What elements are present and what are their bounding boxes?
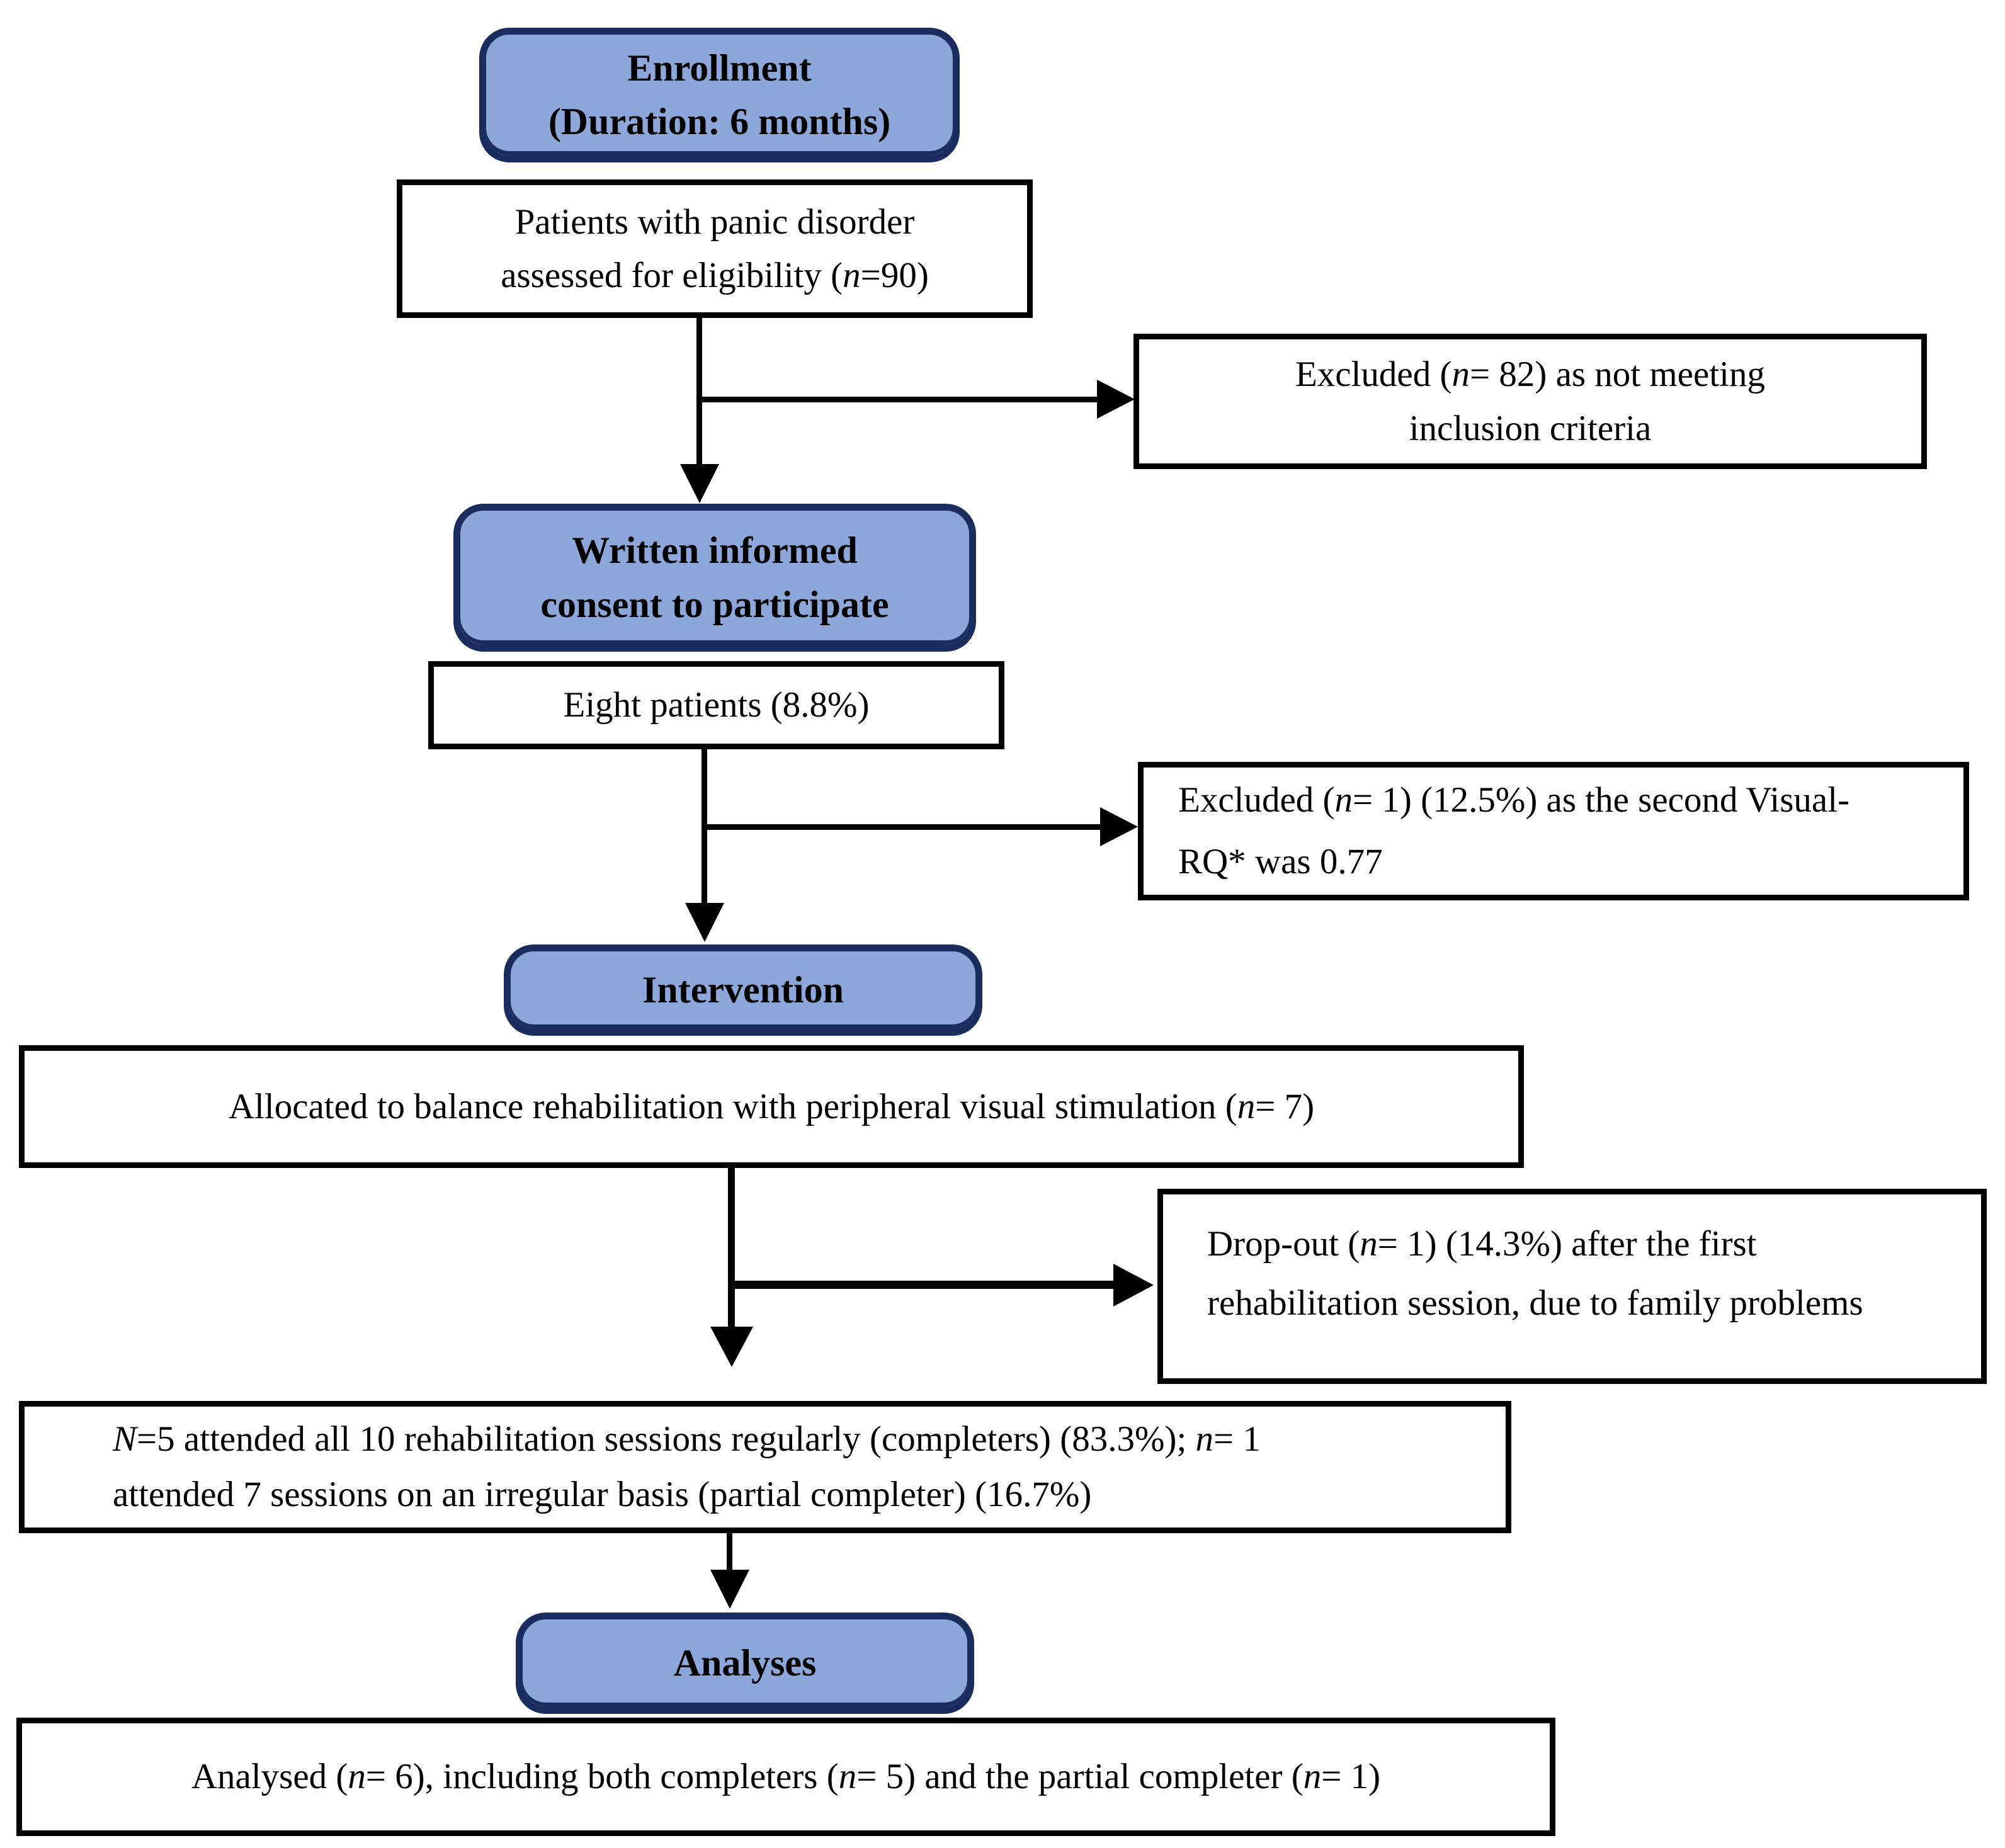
eight-patients-box: Eight patients (8.8%) [428, 661, 1004, 749]
attendance-line-1: N=5 attended all 10 rehabilitation sessi… [113, 1419, 1261, 1459]
arrow-eligibility-to-consent-head [680, 464, 719, 503]
allocated-line-1: Allocated to balance rehabilitation with… [228, 1086, 1315, 1126]
analysed-line-1: Analysed (n= 6), including both complete… [191, 1757, 1381, 1797]
enrollment-line-1: Enrollment [627, 47, 812, 89]
eight-patients-line-1: Eight patients (8.8%) [563, 685, 870, 725]
excluded-visual-rq-line-2: RQ* was 0.77 [1178, 842, 1383, 881]
intervention-stage-box: Intervention [504, 944, 982, 1036]
arrow-to-dropout-stem [728, 1281, 1115, 1289]
allocated-box: Allocated to balance rehabilitation with… [19, 1045, 1524, 1168]
arrow-to-dropout-head [1113, 1264, 1154, 1307]
arrow-allocated-to-attendance-stem [728, 1168, 735, 1328]
arrow-eight-to-intervention-head [685, 903, 724, 942]
arrow-attendance-to-analyses-stem [727, 1532, 732, 1571]
excluded-visual-rq-line-1: Excluded (n= 1) (12.5%) as the second Vi… [1178, 779, 1850, 820]
dropout-line-2: rehabilitation session, due to family pr… [1207, 1283, 1863, 1323]
attendance-box: N=5 attended all 10 rehabilitation sessi… [19, 1401, 1511, 1533]
excluded-inclusion-box: Excluded (n= 82) as not meeting inclusio… [1133, 334, 1927, 469]
arrow-to-excluded-visual-rq-head [1100, 807, 1138, 846]
enrollment-stage-box: Enrollment (Duration: 6 months) [479, 28, 960, 162]
intervention-line-1: Intervention [642, 968, 844, 1011]
excluded-inclusion-line-2: inclusion criteria [1409, 408, 1652, 448]
excluded-visual-rq-box: Excluded (n= 1) (12.5%) as the second Vi… [1138, 762, 1969, 900]
enrollment-line-2: (Duration: 6 months) [548, 101, 891, 142]
arrow-to-excluded-visual-rq-stem [701, 824, 1101, 830]
analyses-stage-box: Analyses [516, 1613, 974, 1714]
analyses-line-1: Analyses [673, 1641, 817, 1684]
dropout-line-1: Drop-out (n= 1) (14.3%) after the first [1207, 1223, 1757, 1264]
arrow-to-excluded-inclusion-head [1097, 380, 1135, 419]
arrow-allocated-to-attendance-head [710, 1327, 753, 1367]
consent-line-1: Written informed [572, 530, 858, 572]
dropout-box: Drop-out (n= 1) (14.3%) after the first … [1157, 1189, 1987, 1384]
consent-stage-box: Written informed consent to participate [453, 504, 976, 652]
arrow-eligibility-to-consent-stem [696, 318, 702, 465]
arrow-attendance-to-analyses-head [710, 1570, 749, 1609]
excluded-inclusion-line-1: Excluded (n= 82) as not meeting [1295, 354, 1766, 394]
consent-line-2: consent to participate [540, 583, 889, 625]
eligibility-box: Patients with panic disorder assessed fo… [397, 179, 1033, 318]
attendance-line-2: attended 7 sessions on an irregular basi… [113, 1475, 1092, 1514]
eligibility-line-1: Patients with panic disorder [514, 201, 915, 242]
arrow-to-excluded-inclusion-stem [696, 397, 1101, 402]
eligibility-line-2: assessed for eligibility (n=90) [501, 256, 929, 295]
analysed-box: Analysed (n= 6), including both complete… [16, 1718, 1555, 1836]
